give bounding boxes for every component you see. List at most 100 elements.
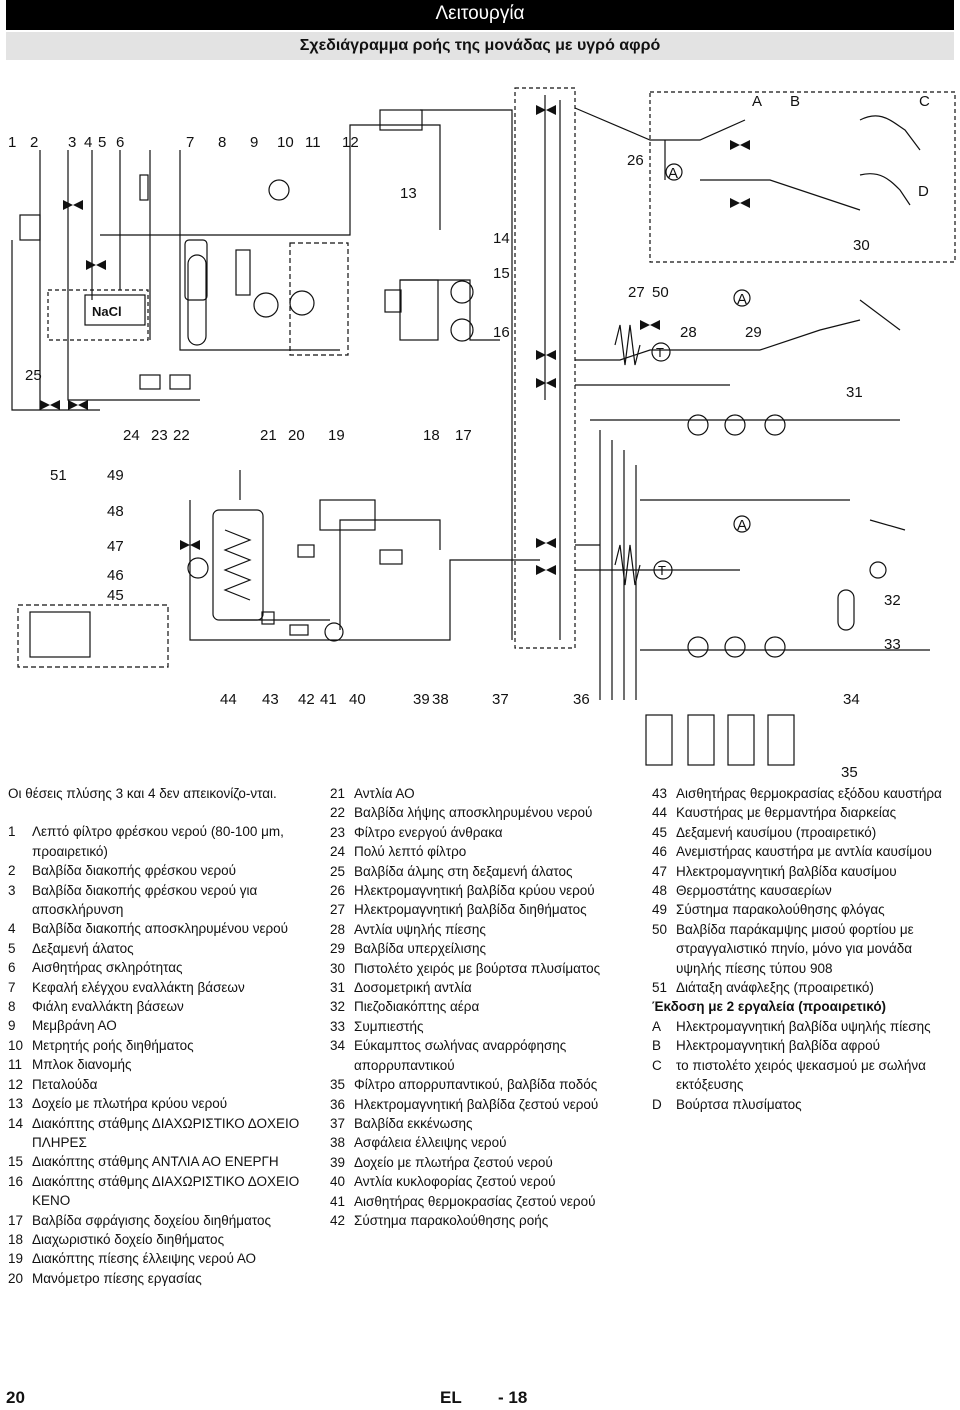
legend-item-text: Ηλεκτρομαγνητική βαλβίδα ζεστού νερού [354,1096,599,1112]
legend-item-number: 35 [330,1077,346,1093]
legend-item: 7 Κεφαλή ελέγχου εναλλάκτη βάσεων [8,978,308,997]
label-d: D [918,183,929,200]
label-41: 41 [320,691,337,708]
label-a-mid: A [737,291,747,308]
legend-item: 1 Λεπτό φίλτρο φρέσκου νερού (80-100 μm, … [8,822,308,861]
legend-item-text: Θερμοστάτης καυσαερίων [676,883,832,899]
legend-item-number: 17 [8,1212,24,1228]
legend-item-number: 25 [330,863,346,879]
legend-item-text: Ηλεκτρομαγνητική βαλβίδα αφρού [676,1038,881,1054]
label-13: 13 [400,185,417,202]
language-code: EL [440,1388,462,1407]
legend-item-number: 18 [8,1231,24,1247]
legend-item-text: Βαλβίδα εκκένωσης [354,1115,473,1131]
label-45: 45 [107,587,124,604]
legend-item-number: 9 [8,1018,16,1034]
label-39: 39 [413,691,430,708]
legend-item-text: Διακόπτης στάθμης ΔΙΑΧΩΡΙΣΤΙΚΟ ΔΟΧΕΙΟ ΠΛ… [32,1115,300,1150]
legend-item-number: 37 [330,1115,346,1131]
nacl-label: NaCl [92,304,122,319]
label-19: 19 [328,427,345,444]
legend-item-number: 26 [330,883,346,899]
legend-item-number: 1 [8,824,16,840]
label-3: 3 [68,134,76,151]
label-44: 44 [220,691,237,708]
label-46: 46 [107,567,124,584]
legend-item-number: 2 [8,863,16,879]
legend-item-text: Αντλία υψηλής πίεσης [354,921,486,937]
legend-item-text: Ηλεκτρομαγνητική βαλβίδα διηθήματος [354,902,587,918]
legend-item-text: Λεπτό φίλτρο φρέσκου νερού (80-100 μm, π… [32,824,284,859]
legend-item-number: 7 [8,979,16,995]
legend-item-number: 3 [8,882,16,898]
legend-item-number: 6 [8,960,16,976]
legend-item-text: Βαλβίδα διακοπής φρέσκου νερού για αποσκ… [32,882,258,918]
legend-item-number: 40 [330,1174,346,1190]
legend-item-number: 12 [8,1076,24,1092]
label-43: 43 [262,691,279,708]
label-29: 29 [745,324,762,341]
legend-item-text: Μανόμετρο πίεσης εργασίας [32,1270,202,1286]
legend-item-text: Αισθητήρας θερμοκρασίας εξόδου καυστήρα [676,786,942,801]
salt-tank-box [47,289,149,341]
legend-item-number: D [652,1096,662,1112]
label-31: 31 [846,384,863,401]
label-a-top: A [752,93,762,110]
legend-item: 37 Βαλβίδα εκκένωσης [330,1114,620,1133]
label-a-low: A [737,517,747,534]
legend-item-number: 29 [330,941,346,957]
legend-item-text: Δοσομετρική αντλία [354,980,472,996]
legend-item-text: Κεφαλή ελέγχου εναλλάκτη βάσεων [32,979,245,995]
legend-item-number: 41 [330,1193,346,1209]
valve-block-frame [514,87,576,649]
label-b: B [790,93,800,110]
label-35: 35 [841,764,858,780]
label-16: 16 [493,324,510,341]
fuel-tank-box [17,604,169,668]
legend-item-text: Δοχείο με πλωτήρα κρύου νερού [32,1096,228,1112]
page-subtitle: Σχεδιάγραμμα ροής της μονάδας με υγρό αφ… [299,37,661,54]
legend-item-number: 32 [330,999,346,1015]
label-18: 18 [423,427,440,444]
legend-item-number: 13 [8,1096,24,1112]
header-bar: Λειτουργία [6,0,954,30]
legend-item-number: 22 [330,805,346,821]
legend-item: 6 Αισθητήρας σκληρότητας [8,958,308,977]
legend-item-number: 34 [330,1038,346,1054]
legend-item-text: Αισθητήρας σκληρότητας [32,960,183,976]
legend-item-number: 20 [8,1270,24,1286]
legend-item-number: 43 [652,786,668,801]
label-14: 14 [493,230,510,247]
legend-item-number: 33 [330,1018,346,1034]
legend-item-text: Σύστημα παρακολούθησης φλόγας [676,902,885,918]
label-32: 32 [884,592,901,609]
legend-item-number: 8 [8,999,16,1015]
legend-item-text: Μπλοκ διανομής [32,1057,132,1073]
legend-item-number: 15 [8,1154,24,1170]
legend-item-number: 19 [8,1251,24,1267]
legend-item-number: 44 [652,805,668,821]
legend-item-number: 16 [8,1173,24,1189]
legend-item-text: Διακόπτης πίεσης έλλειψης νερού ΑΟ [32,1251,257,1267]
legend-item-text: Μεμβράνη ΑΟ [32,1018,117,1034]
label-26: 26 [627,152,644,169]
flow-diagram: 1 2 3 4 5 6 7 8 9 10 11 12 13 26 A B C A… [8,87,956,780]
